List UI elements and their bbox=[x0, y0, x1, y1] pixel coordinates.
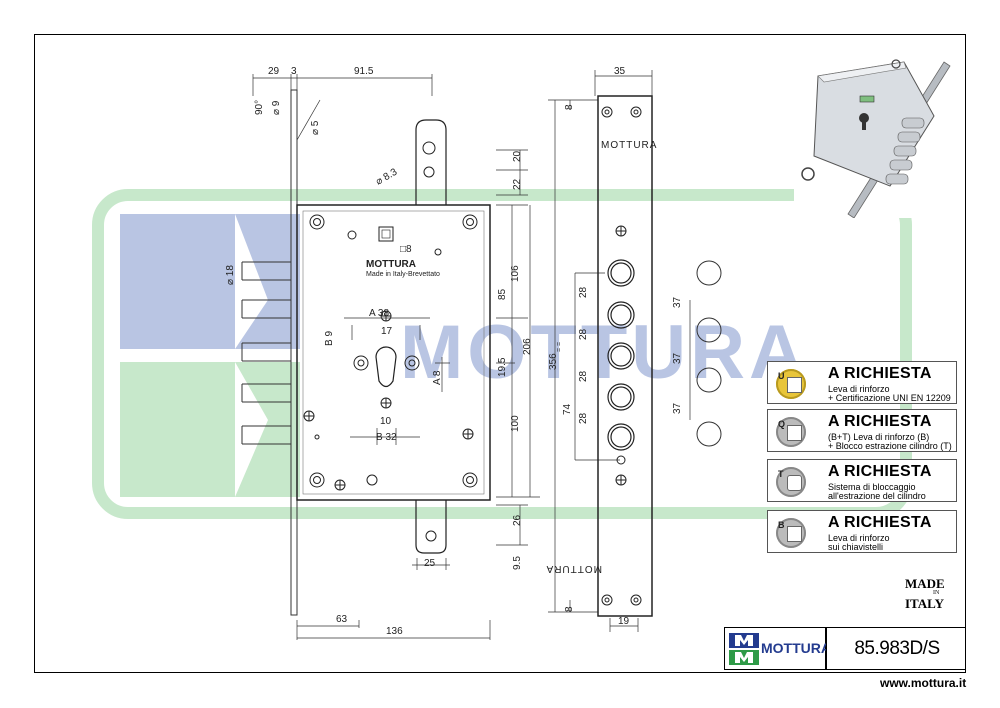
option-line-u-1: Leva di rinforzo bbox=[828, 384, 890, 394]
dim-dia-18: ⌀ 18 bbox=[225, 265, 236, 285]
strike-brand: MOTTURA bbox=[601, 140, 657, 151]
side-faceplate bbox=[290, 89, 298, 616]
option-title-b: A RICHIESTA bbox=[828, 514, 932, 531]
made-line-1: MADE bbox=[905, 576, 945, 591]
dim-25: 25 bbox=[424, 558, 436, 569]
dim-dia-5: ⌀ 5 bbox=[310, 120, 321, 135]
badge-b-icon: B bbox=[776, 518, 806, 548]
dim-a-8: A 8 bbox=[432, 370, 443, 385]
option-line-q-1: (B+T) Leva di rinforzo (B) bbox=[828, 432, 930, 442]
made-line-3: ITALY bbox=[905, 596, 945, 611]
dim-37-1: 37 bbox=[672, 296, 683, 308]
dim-28-2: 28 bbox=[578, 328, 589, 340]
dim-20: 20 bbox=[512, 150, 523, 162]
strike-plate-bolt-holes bbox=[607, 259, 635, 451]
dim-8-bottom: 8 bbox=[564, 606, 575, 612]
dimension-texts: 29 3 91.5 90° ⌀ 9 ⌀ 5 ⌀ 18 ⌀ 8.3 □8 20 2… bbox=[225, 66, 683, 637]
made-line-2: IN bbox=[933, 590, 940, 596]
alternate-holes bbox=[696, 260, 722, 447]
website-url[interactable]: www.mottura.it bbox=[880, 676, 967, 690]
dim-356: 356 bbox=[548, 353, 559, 370]
dim-9-5: 9.5 bbox=[512, 556, 523, 570]
dim-8-top: 8 bbox=[564, 104, 575, 110]
strike-plate bbox=[597, 95, 653, 617]
dim-85: 85 bbox=[497, 288, 508, 300]
dim-square-8: □8 bbox=[400, 244, 412, 255]
bottom-tab bbox=[415, 500, 447, 554]
strike-plate-screws bbox=[601, 106, 642, 606]
option-card-q: Q A RICHIESTA (B+T) Leva di rinforzo (B)… bbox=[767, 409, 957, 452]
equal-marks: = = bbox=[556, 342, 563, 352]
strike-brand-flipped: MOTTURA bbox=[546, 563, 602, 574]
dim-10: 10 bbox=[380, 416, 392, 427]
logo-text: MOTTURA bbox=[761, 640, 831, 656]
dim-b-32: B 32 bbox=[376, 432, 397, 443]
dim-28-3: 28 bbox=[578, 370, 589, 382]
option-card-t: T A RICHIESTA Sistema di bloccaggio all'… bbox=[767, 459, 957, 502]
option-line-t-2: all'estrazione del cilindro bbox=[828, 491, 926, 501]
dim-angle-90: 90° bbox=[254, 100, 265, 115]
dim-plate-19: 19 bbox=[618, 616, 630, 627]
cylinder-hole bbox=[375, 346, 397, 388]
dim-17: 17 bbox=[381, 326, 393, 337]
badge-t-icon: T bbox=[776, 467, 806, 497]
mottura-logo-icon bbox=[729, 633, 759, 665]
body-screws bbox=[309, 214, 478, 488]
spindle-square bbox=[378, 226, 394, 242]
watermark-m-bottom bbox=[120, 362, 235, 497]
product-photo bbox=[794, 56, 954, 218]
dim-100: 100 bbox=[510, 415, 521, 432]
dim-29: 29 bbox=[268, 66, 280, 77]
dim-a-38: A 38 bbox=[369, 308, 389, 319]
option-line-b-1: Leva di rinforzo bbox=[828, 533, 890, 543]
body-made-note: Made in Italy-Brevettato bbox=[366, 271, 440, 278]
brand-logo: MOTTURA bbox=[724, 627, 831, 670]
dim-3: 3 bbox=[291, 66, 297, 77]
lock-body bbox=[296, 204, 491, 501]
made-in-italy-mark: MADE IN ITALY bbox=[905, 576, 965, 616]
dim-106: 106 bbox=[510, 265, 521, 282]
dim-37-2: 37 bbox=[672, 352, 683, 364]
option-title-t: A RICHIESTA bbox=[828, 463, 932, 480]
dim-37-3: 37 bbox=[672, 402, 683, 414]
dimension-lines bbox=[252, 70, 691, 640]
dim-136: 136 bbox=[386, 626, 403, 637]
dim-plate-35: 35 bbox=[614, 66, 626, 77]
dim-28-1: 28 bbox=[578, 286, 589, 298]
product-code: 85.983D/S bbox=[854, 638, 940, 659]
option-title-q: A RICHIESTA bbox=[828, 413, 932, 430]
badge-u-icon: U bbox=[776, 369, 806, 399]
option-title-u: A RICHIESTA bbox=[828, 365, 932, 382]
option-line-u-2: + Certificazione UNI EN 12209 bbox=[828, 393, 951, 403]
top-tab bbox=[415, 119, 447, 205]
drawing-frame bbox=[34, 34, 966, 673]
dim-19-5: 19.5 bbox=[497, 357, 508, 377]
watermark-text: MOTTURA bbox=[400, 310, 808, 395]
option-card-b: B A RICHIESTA Leva di rinforzo sui chiav… bbox=[767, 510, 957, 553]
badge-q-icon: Q bbox=[776, 417, 806, 447]
watermark-m-top bbox=[120, 214, 235, 349]
product-code-box: 85.983D/S bbox=[826, 627, 966, 670]
dim-26: 26 bbox=[512, 514, 523, 526]
dim-22: 22 bbox=[512, 178, 523, 190]
dim-b-9: B 9 bbox=[324, 331, 335, 346]
body-brand: MOTTURA bbox=[366, 259, 416, 270]
dim-dia-8-3: ⌀ 8.3 bbox=[374, 167, 400, 188]
dim-28-4: 28 bbox=[578, 412, 589, 424]
option-card-u: U A RICHIESTA Leva di rinforzo + Certifi… bbox=[767, 361, 957, 404]
dim-206: 206 bbox=[522, 338, 533, 355]
bolts-left bbox=[241, 261, 291, 445]
option-line-q-2: + Blocco estrazione cilindro (T) bbox=[828, 441, 952, 451]
option-line-t-1: Sistema di bloccaggio bbox=[828, 482, 916, 492]
dim-dia-9: ⌀ 9 bbox=[271, 100, 282, 115]
plus-screws bbox=[303, 310, 474, 491]
option-line-b-2: sui chiavistelli bbox=[828, 542, 884, 552]
dim-74: 74 bbox=[562, 403, 573, 415]
dim-91-5: 91.5 bbox=[354, 66, 374, 77]
dim-63: 63 bbox=[336, 614, 348, 625]
